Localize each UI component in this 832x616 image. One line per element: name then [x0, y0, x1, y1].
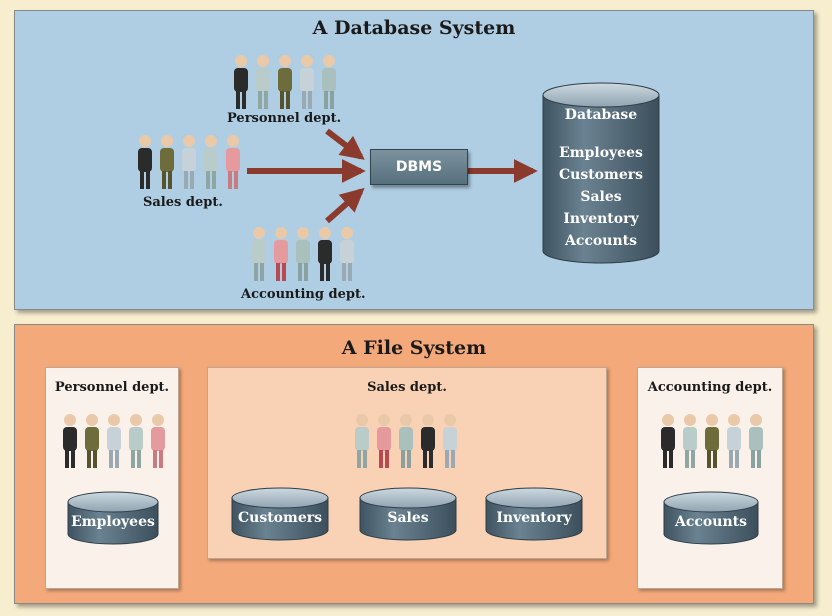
database-system-title: A Database System [312, 17, 516, 39]
dbms-box: DBMS [370, 149, 468, 185]
inventory-file-label: Inventory [496, 510, 572, 526]
person-icon [727, 414, 741, 468]
accounting-dept-title: Accounting dept. [647, 380, 773, 395]
person-icon [129, 414, 143, 468]
accounts-file-label: Accounts [675, 514, 747, 530]
accounting-dept-label: Accounting dept. [241, 287, 366, 302]
flow-arrows [247, 128, 538, 224]
personnel-dept-label: Personnel dept. [227, 111, 342, 126]
storage-cylinder-icon [359, 487, 457, 541]
sales-file: Sales [358, 486, 458, 544]
sales-dept-title: Sales dept. [367, 380, 447, 395]
person-icon [85, 414, 99, 468]
accounts-file: Accounts [662, 490, 760, 548]
arrow-personnel-to-dbms [325, 128, 365, 160]
personnel-people-group [63, 414, 165, 468]
accounting-people-group [252, 227, 354, 281]
person-icon [749, 414, 763, 468]
person-icon [300, 55, 314, 109]
sales-people-group [138, 135, 240, 189]
database-item-customers: Customers [559, 167, 643, 183]
database-system-panel: A Database System Personnel dept. Sales … [14, 10, 814, 310]
database-title: Database [564, 107, 638, 123]
person-icon [421, 414, 435, 468]
customers-file: Customers [230, 486, 330, 544]
person-icon [182, 135, 196, 189]
database-item-inventory: Inventory [563, 211, 639, 227]
person-icon [138, 135, 152, 189]
personnel-people-group [234, 55, 336, 109]
customers-file-label: Customers [238, 510, 322, 526]
sales-people-group [355, 414, 457, 468]
employees-file: Employees [66, 490, 160, 548]
person-icon [278, 55, 292, 109]
person-icon [274, 227, 288, 281]
file-system-title: A File System [341, 337, 487, 359]
personnel-dept-box: Personnel dept. Employees [45, 367, 179, 589]
person-icon [322, 55, 336, 109]
person-icon [256, 55, 270, 109]
person-icon [683, 414, 697, 468]
accounting-dept-box: Accounting dept. Accounts [637, 367, 783, 589]
person-icon [160, 135, 174, 189]
person-icon [661, 414, 675, 468]
person-icon [705, 414, 719, 468]
database-item-employees: Employees [559, 145, 643, 161]
arrow-accounting-to-dbms [325, 187, 365, 224]
database-item-accounts: Accounts [565, 233, 637, 249]
storage-cylinder-icon [485, 487, 583, 541]
person-icon [318, 227, 332, 281]
file-system-panel: A File System Personnel dept. Employees … [14, 324, 814, 604]
database-cylinder-icon [542, 82, 660, 264]
sales-dept-label: Sales dept. [143, 195, 223, 210]
personnel-dept-title: Personnel dept. [54, 380, 170, 395]
employees-file-label: Employees [71, 514, 155, 530]
person-icon [340, 227, 354, 281]
person-icon [63, 414, 77, 468]
person-icon [234, 55, 248, 109]
person-icon [151, 414, 165, 468]
person-icon [204, 135, 218, 189]
sales-dept-box: Sales dept. Customers Sales [207, 367, 607, 559]
storage-cylinder-icon [231, 487, 329, 541]
database-item-sales: Sales [580, 189, 622, 205]
person-icon [377, 414, 391, 468]
person-icon [296, 227, 310, 281]
person-icon [107, 414, 121, 468]
accounting-people-group [661, 414, 763, 468]
person-icon [355, 414, 369, 468]
person-icon [226, 135, 240, 189]
person-icon [399, 414, 413, 468]
person-icon [252, 227, 266, 281]
storage-cylinder-icon [67, 491, 159, 545]
sales-file-label: Sales [387, 510, 429, 526]
inventory-file: Inventory [484, 486, 584, 544]
storage-cylinder-icon [663, 491, 759, 545]
person-icon [443, 414, 457, 468]
